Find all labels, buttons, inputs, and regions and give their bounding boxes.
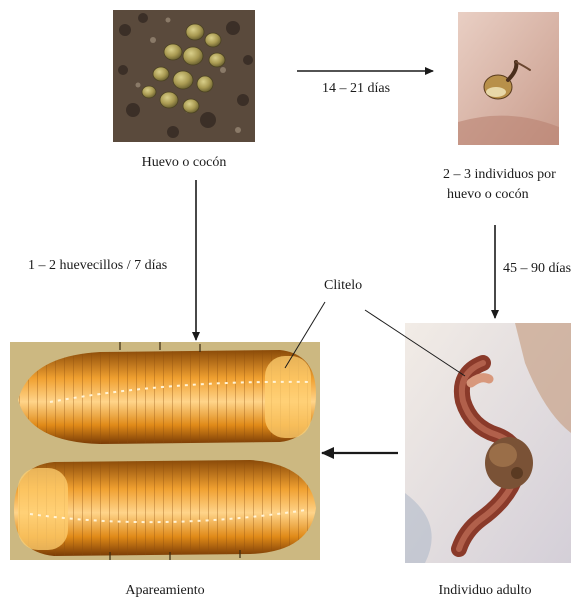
- egg-caption: Huevo o cocón: [118, 154, 250, 172]
- transition-mating-to-egg: 1 – 2 huevecillos / 7 días: [28, 257, 167, 275]
- mating-caption: Apareamiento: [90, 582, 240, 600]
- adult-caption: Individuo adulto: [410, 582, 560, 600]
- transition-egg-to-hatchling: 14 – 21 días: [322, 80, 390, 98]
- pointer-clitellum-adult: [365, 310, 465, 376]
- clitellum-annotation: Clitelo: [324, 277, 362, 295]
- hatchling-caption-line1: 2 – 3 individuos por: [443, 166, 556, 184]
- pointer-clitellum-mating: [285, 302, 325, 368]
- hatchling-caption-line2: huevo o cocón: [447, 186, 529, 204]
- transition-hatchling-to-adult: 45 – 90 días: [503, 260, 571, 278]
